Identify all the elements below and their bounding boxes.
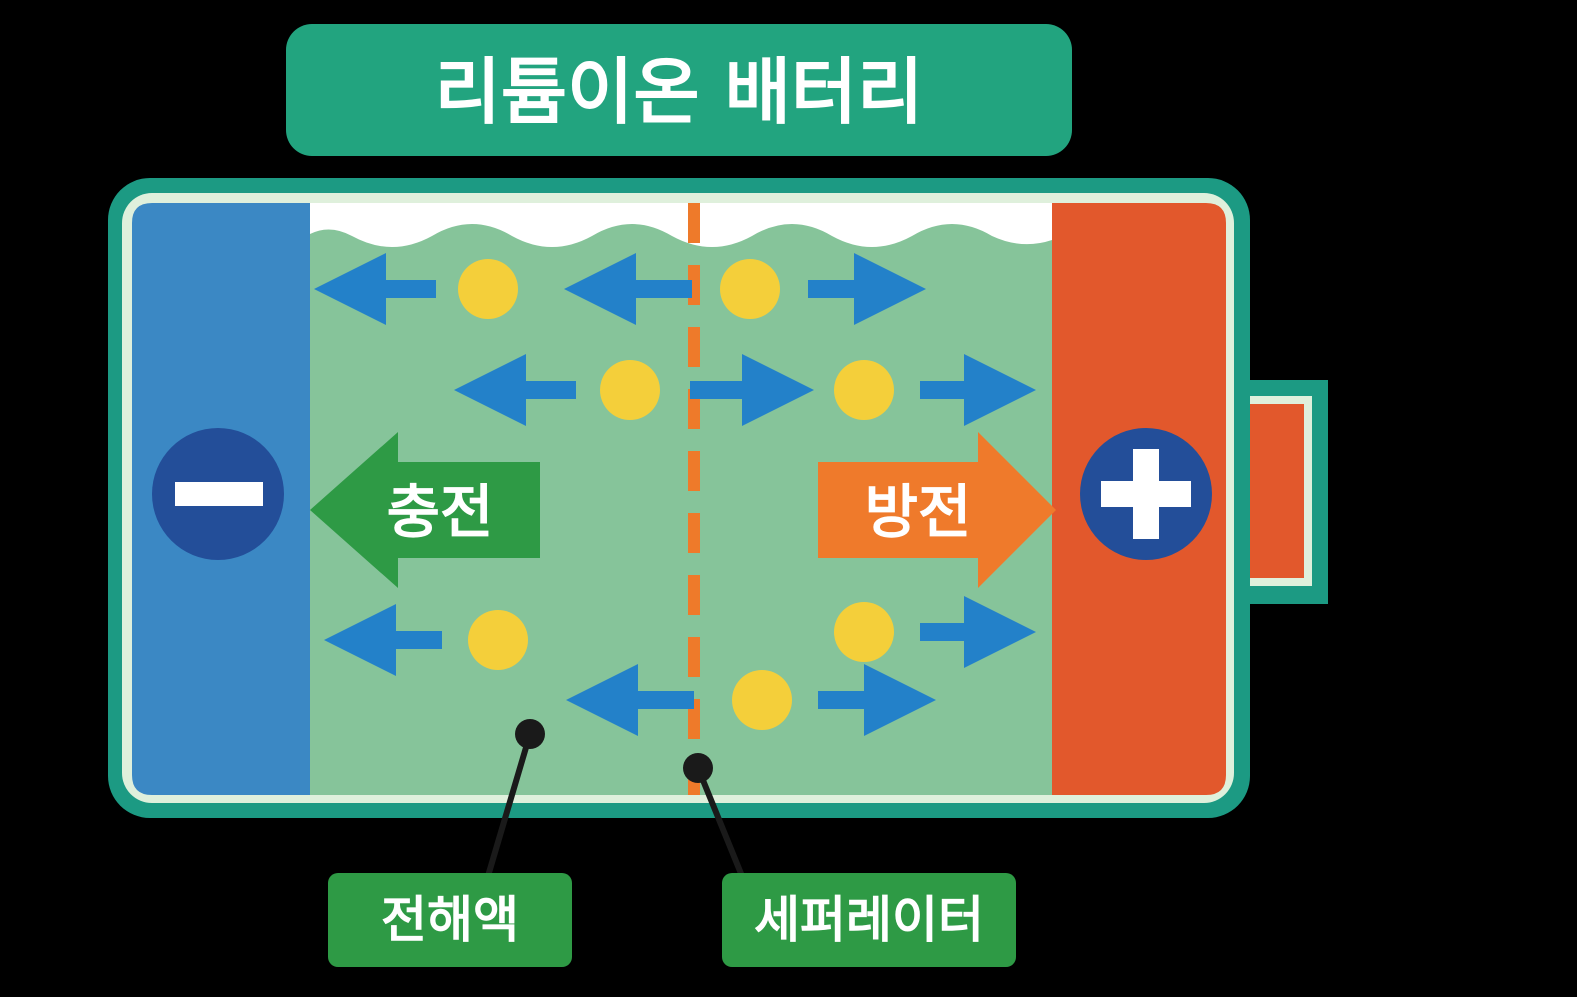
separator-callout-box — [722, 873, 1016, 967]
lithium-ion — [600, 360, 660, 420]
lithium-ions — [458, 259, 894, 730]
discharge-label: 방전 — [865, 478, 972, 546]
electrolyte-callout-box — [328, 873, 572, 967]
charge-arrow — [310, 432, 540, 588]
lithium-ion — [468, 610, 528, 670]
lithium-ion — [834, 602, 894, 662]
title-banner — [286, 24, 1072, 156]
separator-callout-label: 세퍼레이터 — [754, 891, 984, 949]
electrolyte-leader-dot — [515, 719, 545, 749]
electrolyte-callout-label: 전해액 — [381, 891, 519, 949]
lithium-ion — [720, 259, 780, 319]
separator-leader-line — [695, 766, 745, 878]
title: 리튬이온 배터리 — [435, 50, 924, 134]
discharge-arrow — [818, 432, 1056, 588]
lithium-ion — [834, 360, 894, 420]
charge-label: 충전 — [387, 478, 494, 546]
separator-leader-dot — [683, 753, 713, 783]
electrolyte-leader-line — [485, 733, 533, 877]
minus-icon — [175, 482, 263, 506]
plus-icon-v — [1133, 449, 1159, 539]
lithium-ion — [458, 259, 518, 319]
electrolyte-surface — [310, 203, 1052, 247]
ion-movement-arrows — [314, 253, 1036, 736]
lithium-ion — [732, 670, 792, 730]
